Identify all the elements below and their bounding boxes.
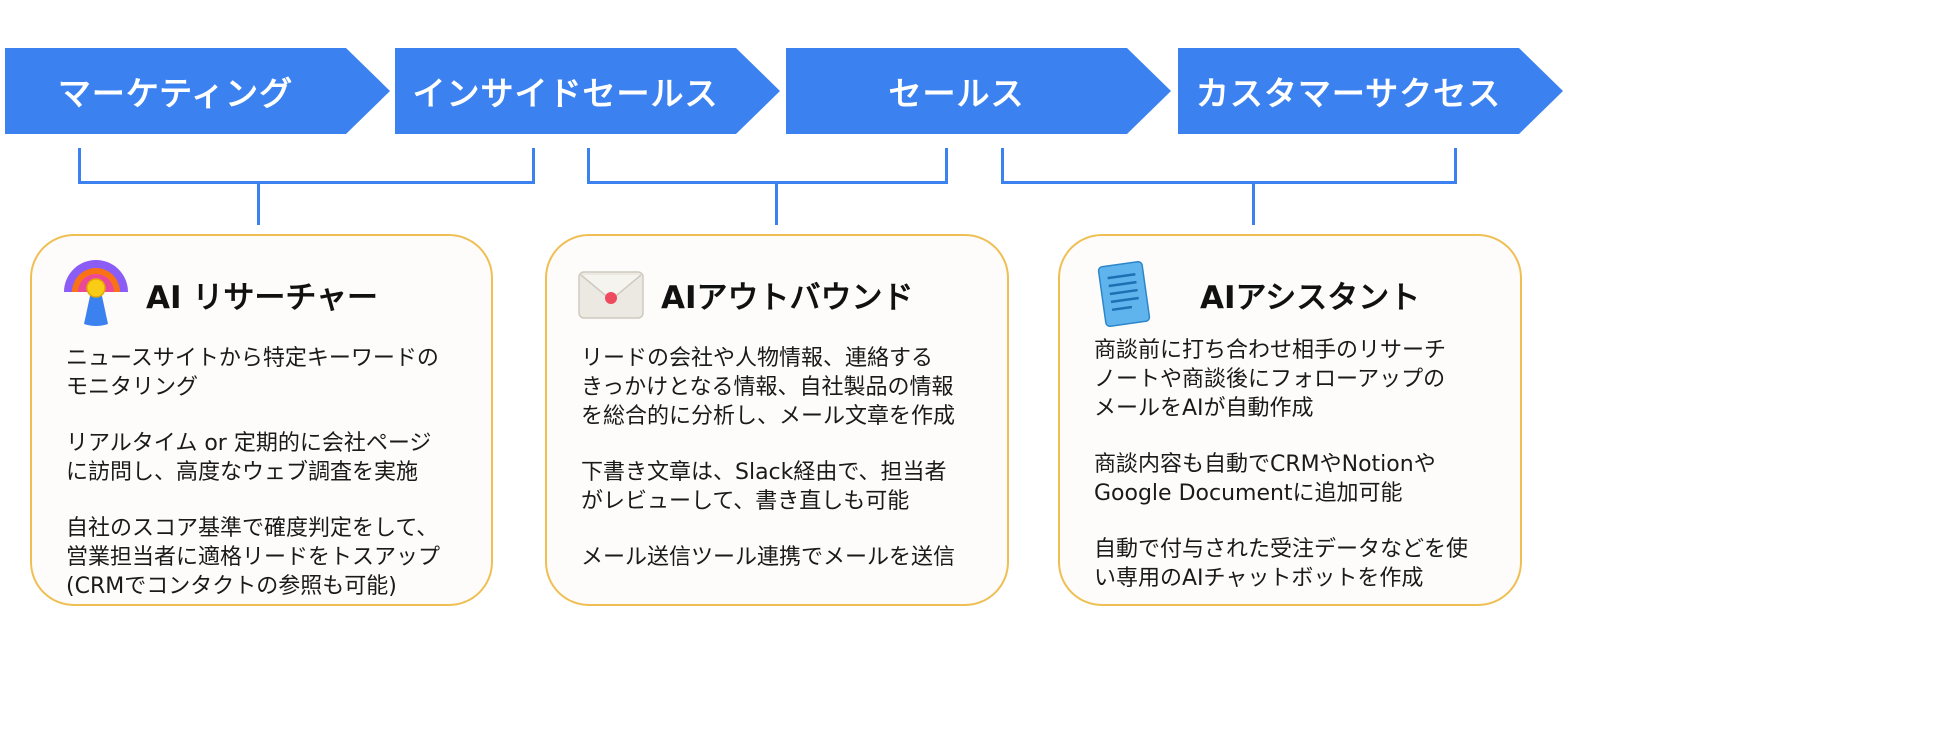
bracket-connector-assistant xyxy=(1001,148,1457,184)
stage-inside-sales: インサイドセールス xyxy=(395,48,780,134)
card-title: AI リサーチャー xyxy=(146,279,379,316)
card-paragraph: 自社のスコア基準で確度判定をして、 営業担当者に適格リードをトスアップ (CRM… xyxy=(66,516,441,599)
bracket-connector-outbound xyxy=(587,148,948,184)
card-header: AIアウトバウンド xyxy=(575,258,914,330)
card-body: 商談前に打ち合わせ相手のリサーチ ノートや商談後にフォローアップの メールをAI… xyxy=(1094,336,1500,620)
card-ai-assistant: AIアシスタント 商談前に打ち合わせ相手のリサーチ ノートや商談後にフォローアッ… xyxy=(1058,234,1522,606)
researcher-figure-icon xyxy=(64,260,128,326)
card-body: ニュースサイトから特定キーワードの モニタリング リアルタイム or 定期的に会… xyxy=(66,344,471,628)
stage-label: カスタマーサクセス xyxy=(1195,74,1502,113)
card-paragraph: リアルタイム or 定期的に会社ページ に訪問し、高度なウェブ調査を実施 xyxy=(66,431,432,485)
stage-marketing: マーケティング xyxy=(5,48,390,134)
envelope-icon xyxy=(578,271,644,319)
card-paragraph: 自動で付与された受注データなどを使 い専用のAIチャットボットを作成 xyxy=(1094,537,1469,591)
card-paragraph: 商談内容も自動でCRMやNotionや Google Documentに追加可能 xyxy=(1094,452,1436,506)
connector-stem xyxy=(1252,184,1255,225)
connector-stem xyxy=(775,184,778,225)
card-header: AI リサーチャー xyxy=(60,258,378,330)
card-paragraph: 下書き文章は、Slack経由で、担当者 がレビューして、書き直しも可能 xyxy=(581,460,947,514)
card-paragraph: メール送信ツール連携でメールを送信 xyxy=(581,545,956,570)
card-ai-researcher: AI リサーチャー ニュースサイトから特定キーワードの モニタリング リアルタイ… xyxy=(30,234,493,606)
card-header: AIアシスタント xyxy=(1088,258,1420,330)
card-body: リードの会社や人物情報、連絡する きっかけとなる情報、自社製品の情報 を総合的に… xyxy=(581,344,987,599)
card-paragraph: 商談前に打ち合わせ相手のリサーチ ノートや商談後にフォローアップの メールをAI… xyxy=(1094,338,1447,421)
stage-label: インサイドセールス xyxy=(412,74,719,113)
card-title: AIアウトバウンド xyxy=(661,279,914,316)
stage-sales: セールス xyxy=(786,48,1171,134)
stage-label: マーケティング xyxy=(57,74,294,113)
stage-customer-success: カスタマーサクセス xyxy=(1178,48,1563,134)
card-title: AIアシスタント xyxy=(1200,279,1421,316)
bracket-connector-researcher xyxy=(78,148,535,184)
stage-label: セールス xyxy=(888,74,1025,113)
card-paragraph: リードの会社や人物情報、連絡する きっかけとなる情報、自社製品の情報 を総合的に… xyxy=(581,346,956,429)
sales-flow-diagram: マーケティング インサイドセールス セールス カスタマーサクセス AI リサーチ… xyxy=(0,0,1568,606)
card-paragraph: ニュースサイトから特定キーワードの モニタリング xyxy=(66,346,439,400)
card-ai-outbound: AIアウトバウンド リードの会社や人物情報、連絡する きっかけとなる情報、自社製… xyxy=(545,234,1009,606)
notepad-icon xyxy=(1097,260,1151,328)
connector-stem xyxy=(257,184,260,225)
